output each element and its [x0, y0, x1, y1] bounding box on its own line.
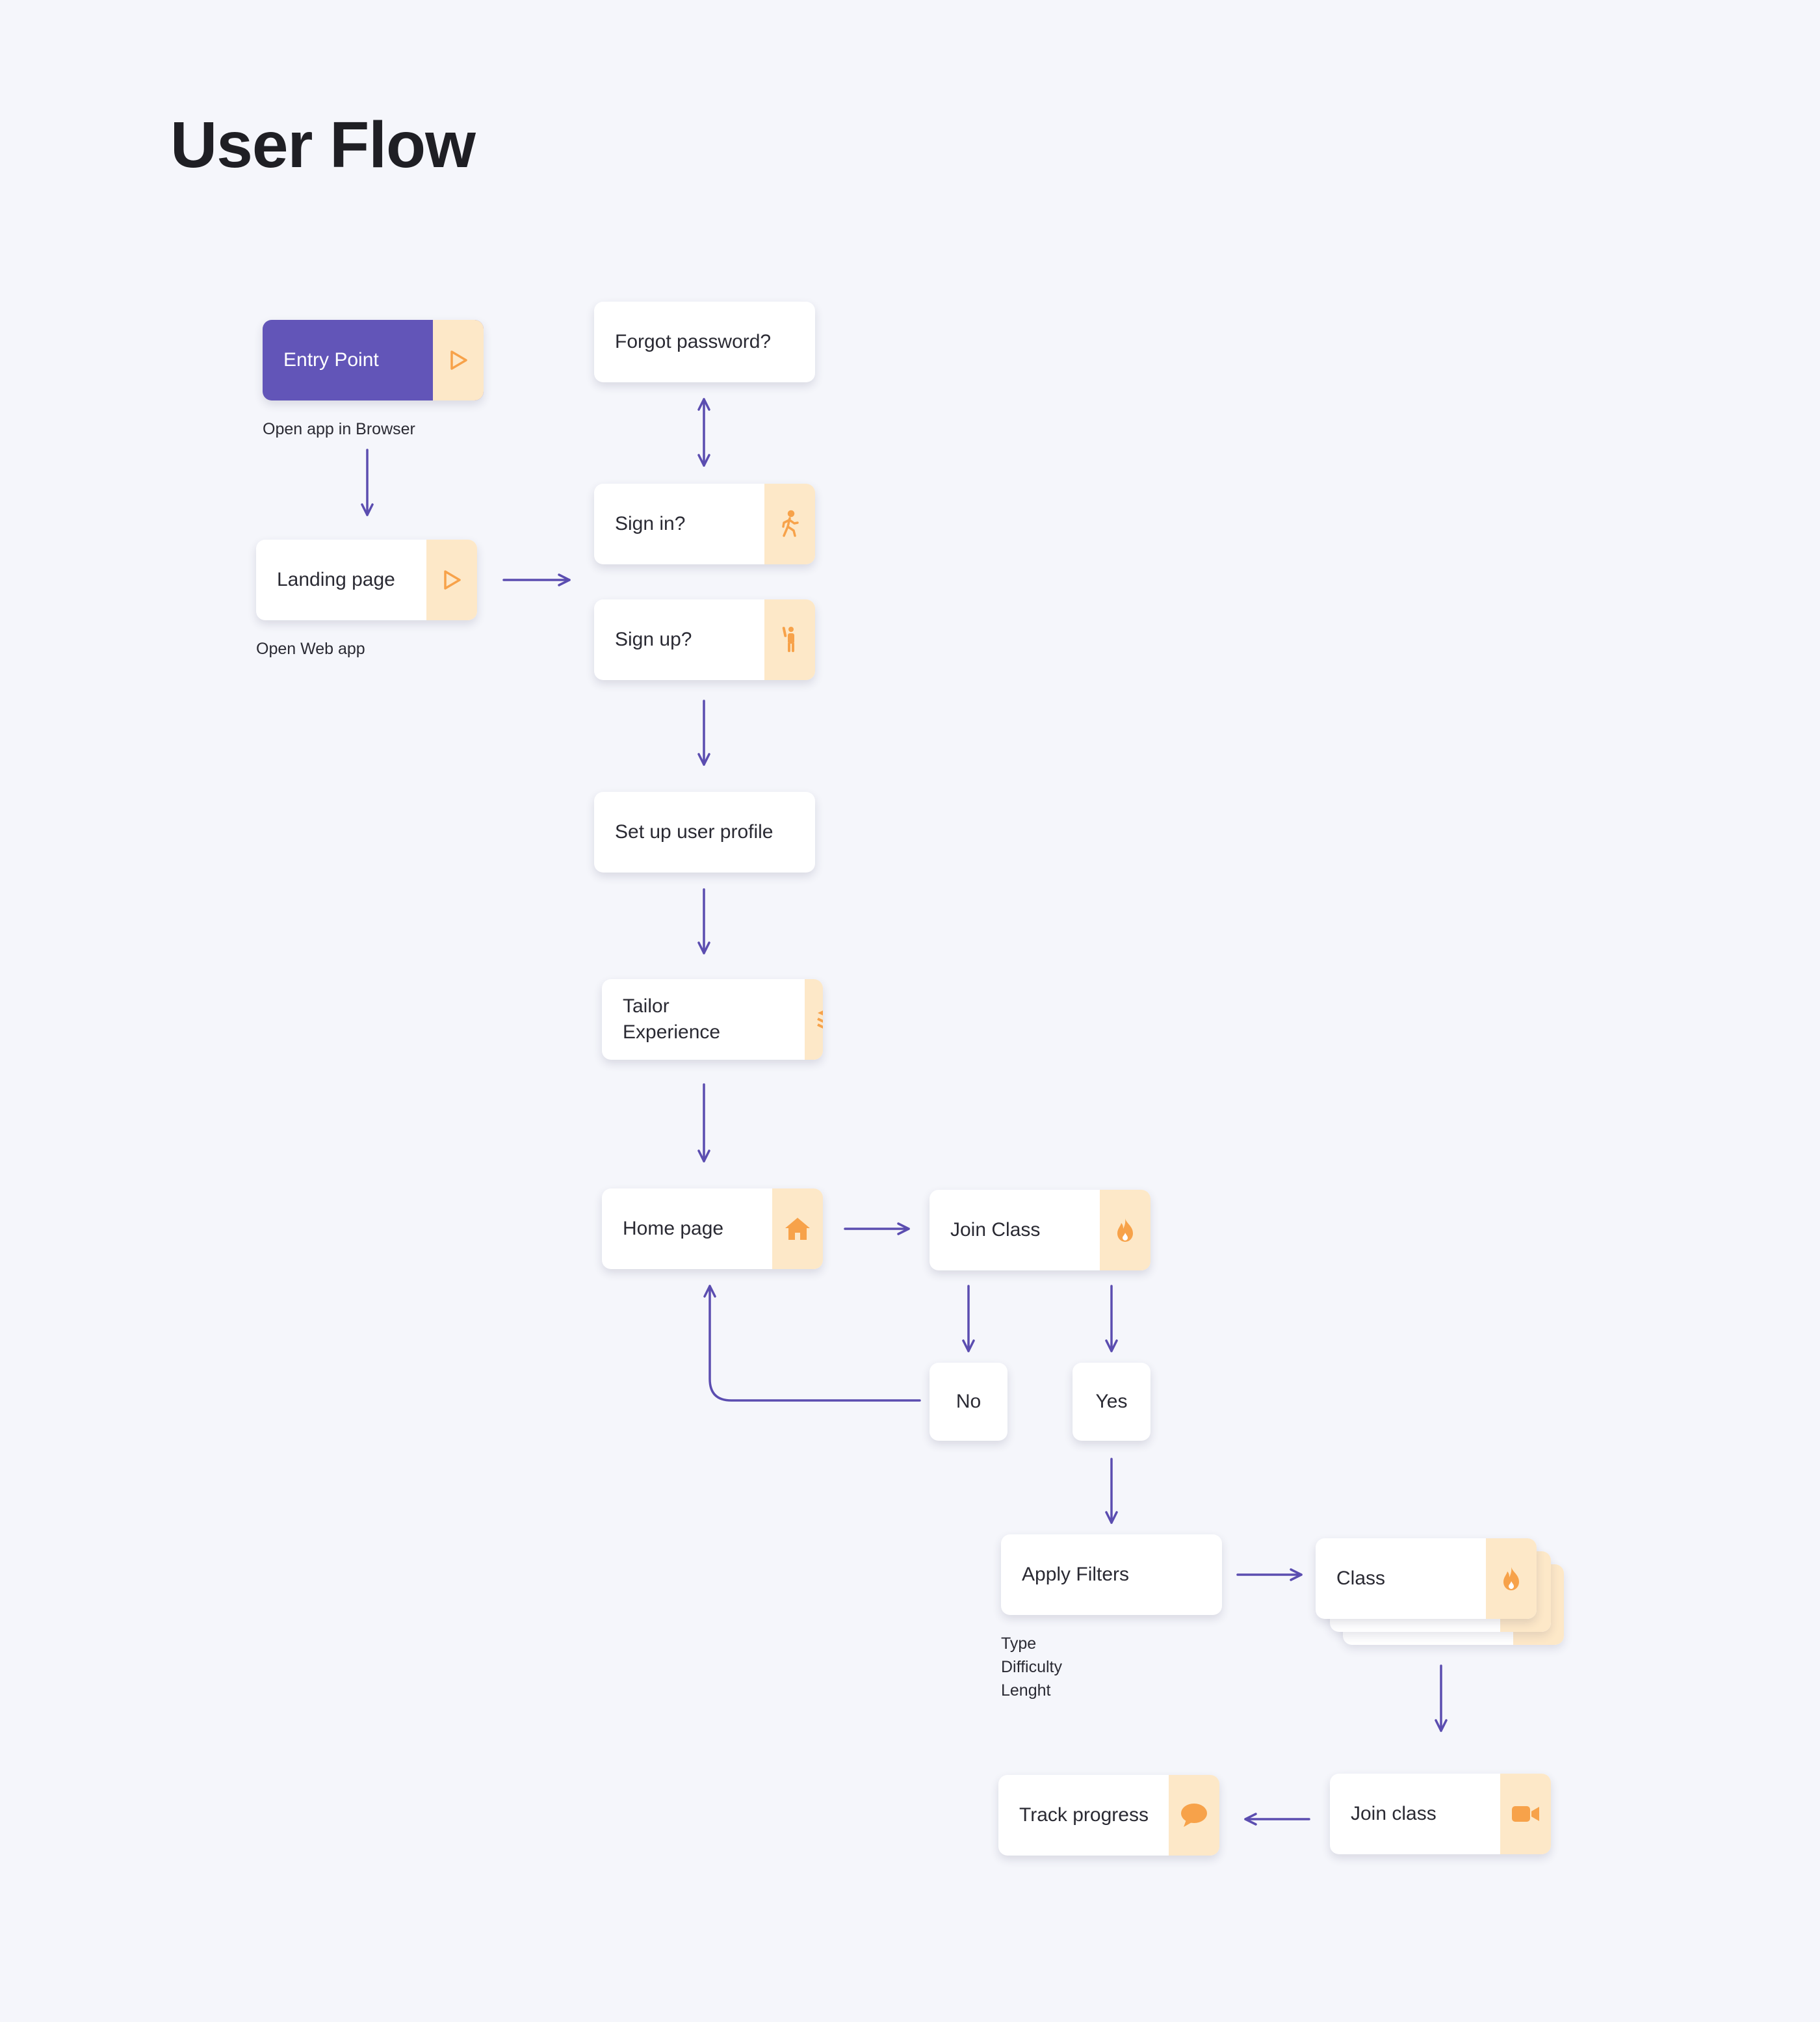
join-class-decision-label: Join Class: [950, 1218, 1041, 1241]
entry-point-note: Open app in Browser: [263, 420, 415, 438]
class-node[interactable]: Class: [1316, 1538, 1537, 1619]
join-class-label: Join class: [1351, 1802, 1436, 1824]
landing-page-label: Landing page: [277, 568, 395, 590]
set-up-profile-label: Set up user profile: [615, 821, 774, 843]
chat-bubble-icon: [1169, 1775, 1219, 1856]
layers-icon: [805, 979, 823, 1060]
yes-label: Yes: [1095, 1390, 1128, 1412]
flame-icon: [1100, 1190, 1150, 1270]
home-icon: [772, 1188, 823, 1269]
landing-page-node[interactable]: Landing page: [256, 540, 477, 620]
tailor-experience-node[interactable]: Tailor Experience: [602, 979, 823, 1060]
class-label: Class: [1336, 1567, 1386, 1589]
forgot-password-node[interactable]: Forgot password?: [594, 302, 815, 382]
no-node[interactable]: No: [930, 1363, 1008, 1441]
forgot-password-label: Forgot password?: [615, 330, 772, 352]
tailor-experience-label: Tailor Experience: [623, 995, 721, 1044]
waving-person-icon: [764, 599, 815, 680]
sign-up-node[interactable]: Sign up?: [594, 599, 815, 680]
filter-difficulty: Difficulty: [1001, 1658, 1063, 1676]
sign-up-label: Sign up?: [615, 628, 692, 650]
home-page-node[interactable]: Home page: [602, 1188, 823, 1269]
landing-page-note: Open Web app: [256, 640, 365, 658]
apply-filters-node[interactable]: Apply Filters: [1001, 1534, 1222, 1615]
filter-type: Type: [1001, 1635, 1037, 1653]
set-up-profile-node[interactable]: Set up user profile: [594, 792, 815, 873]
track-progress-label: Track progress: [1019, 1804, 1149, 1826]
yes-node[interactable]: Yes: [1072, 1363, 1150, 1441]
arrow-no-to-home: [703, 1285, 921, 1402]
page-title: User Flow: [170, 109, 476, 181]
video-camera-icon: [1500, 1774, 1551, 1854]
play-icon: [426, 540, 477, 620]
sign-in-node[interactable]: Sign in?: [594, 484, 815, 564]
entry-point-node[interactable]: Entry Point: [263, 320, 484, 400]
filters-note: Type Difficulty Lenght: [1001, 1632, 1062, 1702]
play-icon: [433, 320, 484, 400]
home-page-label: Home page: [623, 1217, 724, 1239]
join-class-decision-node[interactable]: Join Class: [930, 1190, 1150, 1270]
sign-in-label: Sign in?: [615, 512, 686, 534]
no-label: No: [956, 1390, 982, 1412]
flame-icon: [1486, 1538, 1537, 1619]
filter-length: Lenght: [1001, 1681, 1051, 1700]
entry-point-label: Entry Point: [283, 348, 379, 371]
join-class-node[interactable]: Join class: [1330, 1774, 1551, 1854]
apply-filters-label: Apply Filters: [1022, 1563, 1130, 1585]
track-progress-node[interactable]: Track progress: [998, 1775, 1219, 1856]
walking-person-icon: [764, 484, 815, 564]
